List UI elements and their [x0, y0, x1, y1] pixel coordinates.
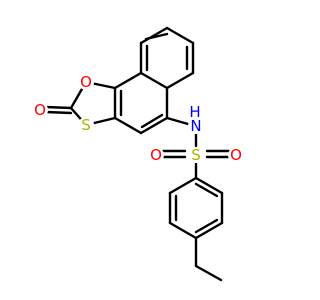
- bond: [165, 26, 195, 45]
- bond: [165, 71, 195, 90]
- bond: [194, 176, 224, 195]
- atom-o-sulfonyl-left: O: [148, 146, 164, 164]
- bond: [194, 182, 219, 198]
- atom-label-s-sulfonyl: S: [191, 146, 201, 164]
- bond: [139, 26, 169, 45]
- bond: [165, 116, 190, 126]
- atom-labels: O S O H N S O: [32, 73, 244, 164]
- bond: [144, 32, 169, 41]
- bonds: [44, 26, 231, 282]
- atom-label-o-ring: O: [80, 73, 92, 91]
- atom-o-carbonyl: O: [32, 101, 48, 119]
- atom-h-amine: H: [187, 103, 203, 121]
- bond: [113, 116, 143, 135]
- bond: [139, 116, 169, 135]
- bond: [113, 71, 143, 90]
- bond: [139, 71, 169, 90]
- bond: [44, 110, 73, 115]
- bond: [168, 221, 198, 240]
- atom-label-o-sulfonyl-left: O: [150, 146, 162, 164]
- atom-label-o-carbonyl: O: [34, 101, 46, 119]
- bond: [194, 218, 219, 234]
- atom-s-sulfonyl: S: [188, 146, 204, 164]
- molecule-diagram: O S O H N S O: [32, 26, 244, 282]
- bond: [194, 221, 224, 240]
- bond: [44, 105, 73, 110]
- atom-label-h-amine: H: [189, 103, 200, 121]
- atom-label-o-sulfonyl-right: O: [230, 146, 242, 164]
- bond: [140, 113, 164, 129]
- atom-label-n-amine: N: [190, 117, 201, 135]
- molecule-structure: O S O H N S O: [32, 26, 244, 282]
- atom-label-s-ring: S: [81, 116, 91, 134]
- atom-o-ring: O: [78, 73, 94, 91]
- atom-s-ring: S: [78, 116, 94, 134]
- atom-o-sulfonyl-right: O: [228, 146, 244, 164]
- bond: [168, 176, 198, 195]
- atom-n-amine: N: [188, 117, 204, 135]
- bond: [194, 264, 223, 282]
